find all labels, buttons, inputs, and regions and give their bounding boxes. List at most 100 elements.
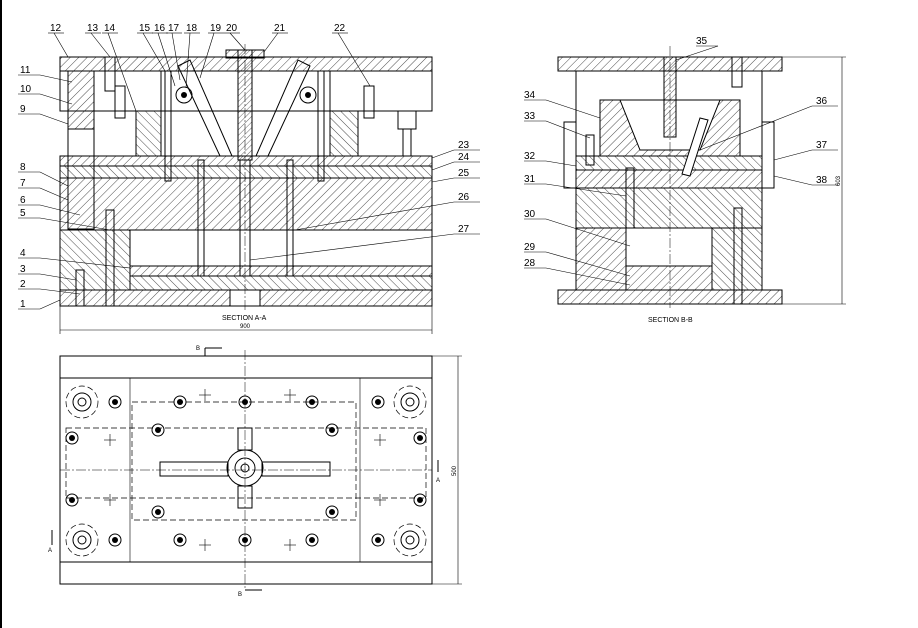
screw-hole-center — [69, 435, 75, 441]
screw-hole — [238, 395, 252, 409]
guide-bushing — [400, 530, 420, 550]
callout-label-18: 18 — [186, 23, 198, 34]
callout-label-12: 12 — [50, 23, 62, 34]
callout-label-25: 25 — [458, 168, 470, 179]
callout-label-13: 13 — [87, 23, 99, 34]
callout-leader — [431, 161, 455, 171]
screw-hole-center — [242, 537, 248, 543]
screw-hole-center — [112, 537, 118, 543]
section-aa-title: SECTION A-A — [222, 315, 267, 322]
callout-leader — [249, 233, 455, 261]
section-aa-view: 900 SECTION A-A — [59, 44, 433, 334]
callout-leader — [185, 32, 191, 89]
callout-label-24: 24 — [458, 152, 470, 163]
callout-label-5: 5 — [20, 208, 26, 219]
guide-pin-hole — [77, 397, 87, 407]
callout-label-23: 23 — [458, 140, 470, 151]
callout-leader — [431, 149, 455, 159]
callout-label-34: 34 — [524, 90, 536, 101]
callout-label-2: 2 — [20, 279, 26, 290]
callout-label-4: 4 — [20, 248, 26, 259]
callout-label-19: 19 — [210, 23, 222, 34]
screw-hole — [238, 533, 252, 547]
callout-leader — [39, 93, 73, 105]
callout-label-17: 17 — [168, 23, 180, 34]
section-marker-b-top: B — [196, 346, 200, 352]
callout-leader — [431, 177, 455, 183]
screw-hole — [325, 505, 339, 519]
screw-hole-center — [329, 509, 335, 515]
screw-hole-center — [177, 399, 183, 405]
callout-leader — [107, 32, 137, 112]
section-aa-width-dim: 900 — [240, 324, 251, 330]
section-bb-height-dim: 603 — [836, 175, 842, 186]
screw-hole-center — [417, 435, 423, 441]
plan-height-dim: 500 — [452, 465, 458, 476]
callout-label-16: 16 — [154, 23, 166, 34]
guide-bushing-outline — [393, 523, 427, 557]
screw-hole — [413, 431, 427, 445]
screw-hole — [173, 533, 187, 547]
screw-hole-center — [329, 427, 335, 433]
callout-label-10: 10 — [20, 84, 32, 95]
callout-leader — [90, 32, 111, 58]
callout-label-28: 28 — [524, 258, 536, 269]
callout-leader — [39, 204, 81, 216]
callout-label-35: 35 — [696, 36, 708, 47]
callout-leader — [39, 273, 77, 281]
callout-leader — [545, 120, 591, 139]
callout-label-11: 11 — [20, 65, 31, 76]
screw-hole — [173, 395, 187, 409]
callout-label-21: 21 — [274, 23, 286, 34]
callout-leader — [171, 32, 181, 81]
callout-leader — [545, 251, 631, 277]
screw-hole — [413, 493, 427, 507]
section-marker-b-bottom: B — [238, 592, 242, 598]
callout-leader — [545, 267, 631, 286]
callout-leader — [39, 187, 69, 201]
callout-label-33: 33 — [524, 111, 536, 122]
callout-leader — [545, 160, 577, 167]
callout-leader — [773, 175, 813, 186]
callout-label-36: 36 — [816, 96, 828, 107]
guide-bushing-outline — [65, 385, 99, 419]
screw-hole — [371, 533, 385, 547]
callout-label-38: 38 — [816, 175, 828, 186]
screw-hole-center — [155, 509, 161, 515]
screw-hole-center — [417, 497, 423, 503]
guide-pin-hole — [77, 535, 87, 545]
screw-hole — [108, 395, 122, 409]
guide-bushing-outline — [65, 523, 99, 557]
screw-hole — [65, 431, 79, 445]
callout-leader — [199, 32, 215, 79]
callout-leader — [157, 32, 176, 87]
callout-label-1: 1 — [20, 299, 26, 310]
callout-leader — [675, 45, 719, 61]
screw-hole — [305, 533, 319, 547]
screw-hole — [65, 493, 79, 507]
guide-bushing — [72, 530, 92, 550]
callout-label-32: 32 — [524, 151, 536, 162]
screw-hole — [371, 395, 385, 409]
screw-hole-center — [375, 399, 381, 405]
callout-label-31: 31 — [524, 174, 536, 185]
section-bb-view: 603 SECTION B-B — [557, 46, 846, 324]
callout-label-15: 15 — [139, 23, 151, 34]
screw-hole — [305, 395, 319, 409]
callout-leader — [545, 183, 627, 197]
callout-leader — [39, 217, 111, 231]
callout-leader — [545, 99, 601, 119]
guide-bushing-outline — [393, 385, 427, 419]
screw-hole — [151, 505, 165, 519]
callout-label-7: 7 — [20, 178, 26, 189]
screw-hole — [151, 423, 165, 437]
guide-bushing — [72, 392, 92, 412]
callout-label-26: 26 — [458, 192, 470, 203]
screw-hole — [108, 533, 122, 547]
callout-label-20: 20 — [226, 23, 238, 34]
callout-leader — [142, 32, 166, 72]
guide-pin-hole — [405, 535, 415, 545]
